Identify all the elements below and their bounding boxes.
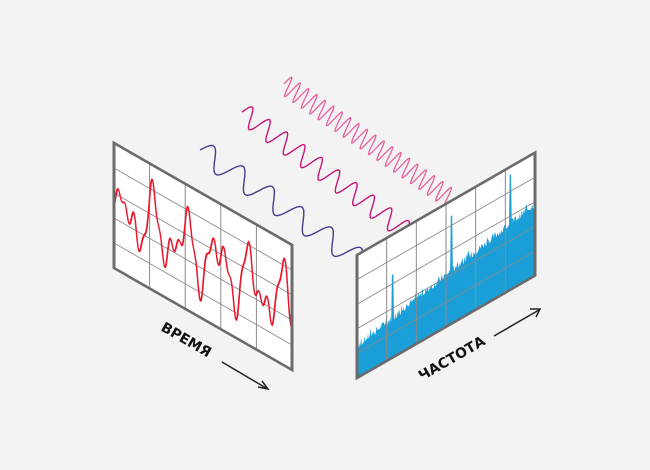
wave-mid-frequency [241,106,410,233]
time-arrow-icon [221,361,270,391]
frequency-arrow-icon [493,308,542,337]
grid-line [357,250,535,354]
grid-line [357,225,535,330]
time-panel-background [114,143,292,370]
wave-low-frequency [199,144,364,263]
wave-high-frequency [283,76,453,208]
grid-line [114,242,292,346]
time-grid [114,163,292,350]
grid-line [114,167,292,271]
frequency-label: ЧАСТОТА [416,333,488,384]
frequency-domain-panel [355,150,537,381]
frequency-grid [357,169,535,362]
time-signal [113,178,293,330]
time-panel-frame [112,140,294,373]
time-label: ВРЕМЯ [158,320,214,361]
grid-line [357,176,535,281]
grid-line [357,201,535,305]
frequency-panel-frame [355,150,537,381]
grid-line [114,192,292,296]
time-domain-panel [112,140,294,373]
